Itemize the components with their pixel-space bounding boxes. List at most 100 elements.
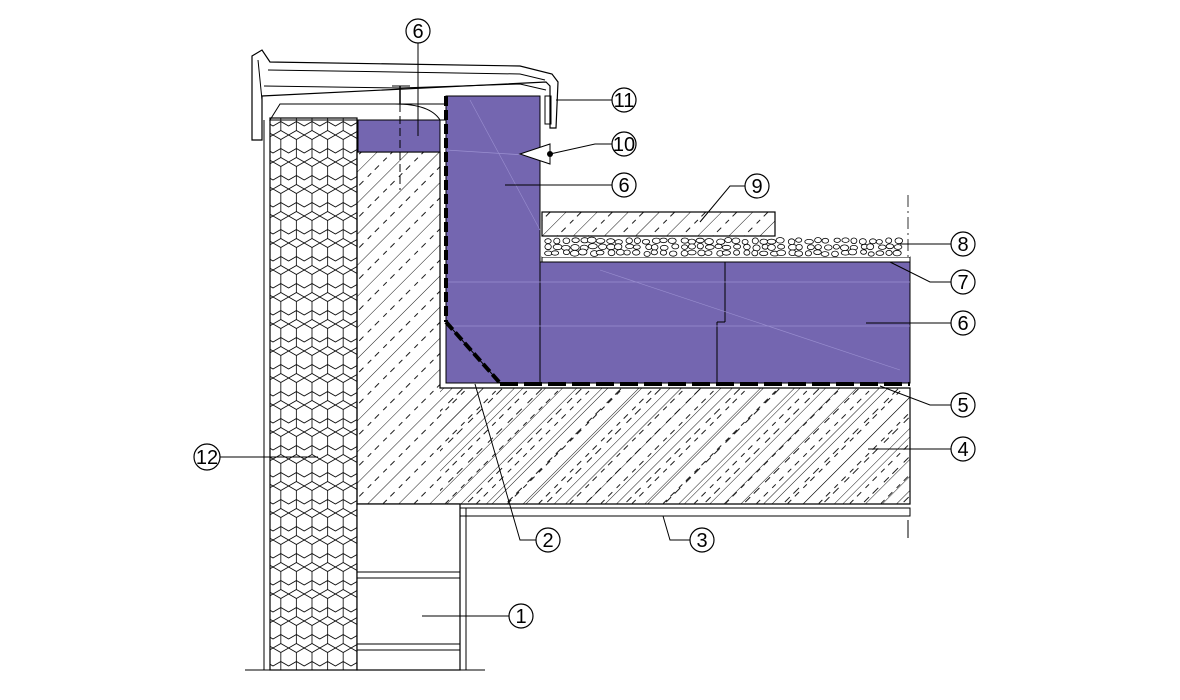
gravel-pebble xyxy=(625,237,633,244)
gravel-pebble xyxy=(867,251,875,257)
callout-11: 11 xyxy=(556,87,637,113)
gravel-pebble xyxy=(651,237,661,244)
gravel-pebble xyxy=(544,238,552,244)
gravel-pebble xyxy=(885,237,893,244)
callout-5-label: 5 xyxy=(957,395,968,417)
gravel-pebble xyxy=(893,244,903,250)
gravel-pebble xyxy=(659,244,669,251)
gravel-pebble xyxy=(632,244,641,250)
gravel-pebble xyxy=(587,243,598,250)
gravel-pebble xyxy=(570,244,580,251)
gravel-pebble xyxy=(795,237,803,243)
gravel-pebble xyxy=(687,243,696,250)
gravel-pebble xyxy=(714,243,723,249)
gravel-pebble xyxy=(550,250,560,256)
gravel-pebble xyxy=(680,237,689,244)
gravel-pebble xyxy=(741,238,749,245)
gravel-pebble xyxy=(806,244,815,251)
gravel-pebble xyxy=(552,243,563,251)
gravel-pebble xyxy=(563,249,571,256)
gravel-pebble xyxy=(804,238,814,245)
gravel-pebble xyxy=(680,250,689,257)
gravel-pebble xyxy=(767,243,776,251)
floor-slab xyxy=(440,388,910,504)
gravel-pebble xyxy=(860,249,867,255)
gravel-pebble xyxy=(569,250,580,257)
gravel-pebble xyxy=(869,238,877,245)
separation-layer xyxy=(541,256,911,263)
callout-3-label: 3 xyxy=(696,530,707,552)
gravel-pebble xyxy=(645,244,653,250)
gravel-pebble xyxy=(814,237,822,244)
gravel-pebble xyxy=(586,236,597,244)
gravel-pebble xyxy=(553,237,561,245)
gravel-pebble xyxy=(641,239,651,245)
gravel-pebble xyxy=(841,237,850,243)
gravel-pebble xyxy=(704,250,713,256)
gravel-pebble xyxy=(751,249,759,257)
callout-12-label: 12 xyxy=(196,447,218,469)
gravel-pebble xyxy=(766,238,777,245)
gravel-pebble xyxy=(643,250,651,257)
gravel-pebble xyxy=(787,238,796,246)
gravel-pebble xyxy=(659,249,668,256)
gravel-pebble xyxy=(795,243,803,251)
gravel-pebble xyxy=(743,249,751,256)
gravel-pebble xyxy=(878,244,887,250)
gravel-pebble xyxy=(813,249,822,256)
callout-8-label: 8 xyxy=(957,234,968,256)
gravel-pebble xyxy=(721,250,731,256)
gravel-pebble xyxy=(858,238,867,245)
gravel-pebble xyxy=(866,243,875,251)
callout-1-label: 1 xyxy=(515,606,526,628)
gravel-pebble xyxy=(875,250,885,256)
gravel-pebble xyxy=(759,250,769,257)
callout-6-right: 6 xyxy=(866,310,976,336)
gravel-pebble xyxy=(821,237,829,244)
paving-slab xyxy=(541,211,776,237)
gravel-pebble xyxy=(724,237,733,243)
gravel-pebble xyxy=(632,249,641,256)
gravel-pebble xyxy=(804,250,812,257)
callout-8: 8 xyxy=(900,231,976,257)
callout-10: 10 xyxy=(518,131,637,165)
callout-12: 12 xyxy=(193,443,318,471)
gravel-pebble xyxy=(831,250,839,258)
gravel-pebble xyxy=(607,249,616,257)
gravel-pebble xyxy=(616,249,625,256)
gravel-pebble xyxy=(614,243,623,251)
gravel-pebble xyxy=(671,243,680,250)
gravel-pebble xyxy=(606,238,616,244)
callout-4: 4 xyxy=(868,436,976,462)
callout-7: 7 xyxy=(889,261,976,295)
gravel-pebble xyxy=(697,249,706,257)
callout-7-label: 7 xyxy=(957,272,968,294)
gravel-pebble xyxy=(623,249,631,256)
callout-10-label: 10 xyxy=(613,134,635,156)
gravel-pebble xyxy=(544,250,553,256)
gravel-layer xyxy=(542,236,910,258)
gravel-pebble xyxy=(824,244,833,251)
gravel-pebble xyxy=(696,242,704,250)
gravel-pebble xyxy=(850,237,858,244)
gravel-pebble xyxy=(695,237,705,244)
gravel-pebble xyxy=(820,251,830,257)
gravel-pebble xyxy=(775,237,785,244)
gravel-pebble xyxy=(716,238,726,245)
gravel-pebble xyxy=(733,249,740,256)
gravel-pebble xyxy=(892,249,902,257)
gravel-pebble xyxy=(743,243,751,251)
callout-5: 5 xyxy=(879,385,976,418)
callout-2-label: 2 xyxy=(542,530,553,552)
gravel-pebble xyxy=(633,237,641,245)
callout-6-top-label: 6 xyxy=(412,21,423,43)
ceiling-plaster xyxy=(459,507,911,671)
gravel-pebble xyxy=(894,237,903,245)
callout-11-label: 11 xyxy=(614,90,635,112)
gravel-pebble xyxy=(875,239,883,245)
gravel-pebble xyxy=(598,243,608,250)
gravel-pebble xyxy=(578,248,588,256)
gravel-pebble xyxy=(562,237,571,244)
external-insulation-layer xyxy=(263,117,358,671)
